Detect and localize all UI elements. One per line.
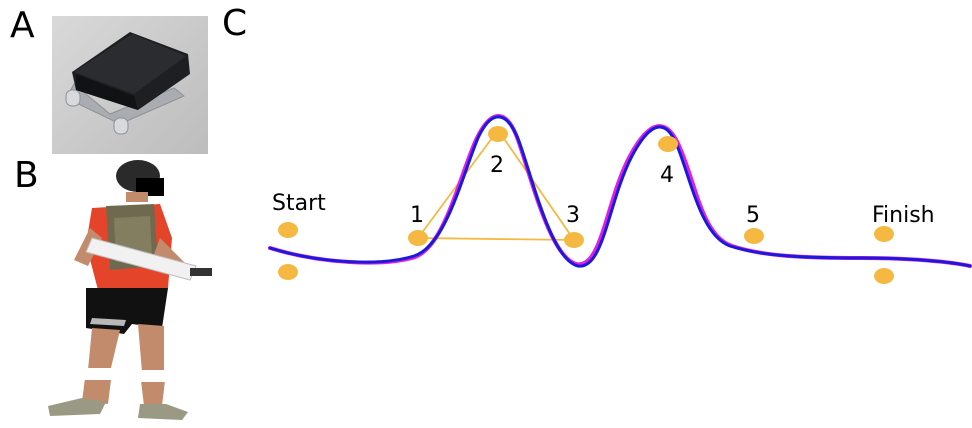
waypoint-marker-2 <box>488 126 508 142</box>
soldier-photo <box>40 158 226 424</box>
finish-label: Finish <box>872 203 935 228</box>
panel-label-a: A <box>10 5 35 46</box>
triangle-connector <box>416 128 576 241</box>
finish-marker-upper <box>874 226 894 242</box>
waypoint-marker-3 <box>564 232 584 248</box>
finish-marker-lower <box>874 268 894 284</box>
panel-label-b: B <box>14 155 39 196</box>
waypoint-label-3: 3 <box>566 203 580 228</box>
waypoint-marker-5 <box>744 228 764 244</box>
panel-label-c: C <box>222 3 248 44</box>
sensor-device-illustration <box>65 32 190 135</box>
start-label: Start <box>272 191 326 216</box>
waypoint-label-2: 2 <box>490 153 504 178</box>
start-marker-upper <box>278 222 298 238</box>
waypoint-marker-1 <box>408 230 428 246</box>
soldier-illustration <box>48 160 212 420</box>
waypoint-label-5: 5 <box>746 203 760 228</box>
waypoint-label-1: 1 <box>410 203 424 228</box>
trajectory-diagram: Start 1 2 3 4 5 Finish <box>268 114 972 284</box>
start-marker-lower <box>278 264 298 280</box>
waypoint-marker-4 <box>658 136 678 152</box>
raw-trajectory-path <box>268 114 972 268</box>
fitted-trajectory-path <box>268 115 972 268</box>
sensor-device-photo <box>52 16 208 154</box>
waypoint-label-4: 4 <box>660 163 674 188</box>
